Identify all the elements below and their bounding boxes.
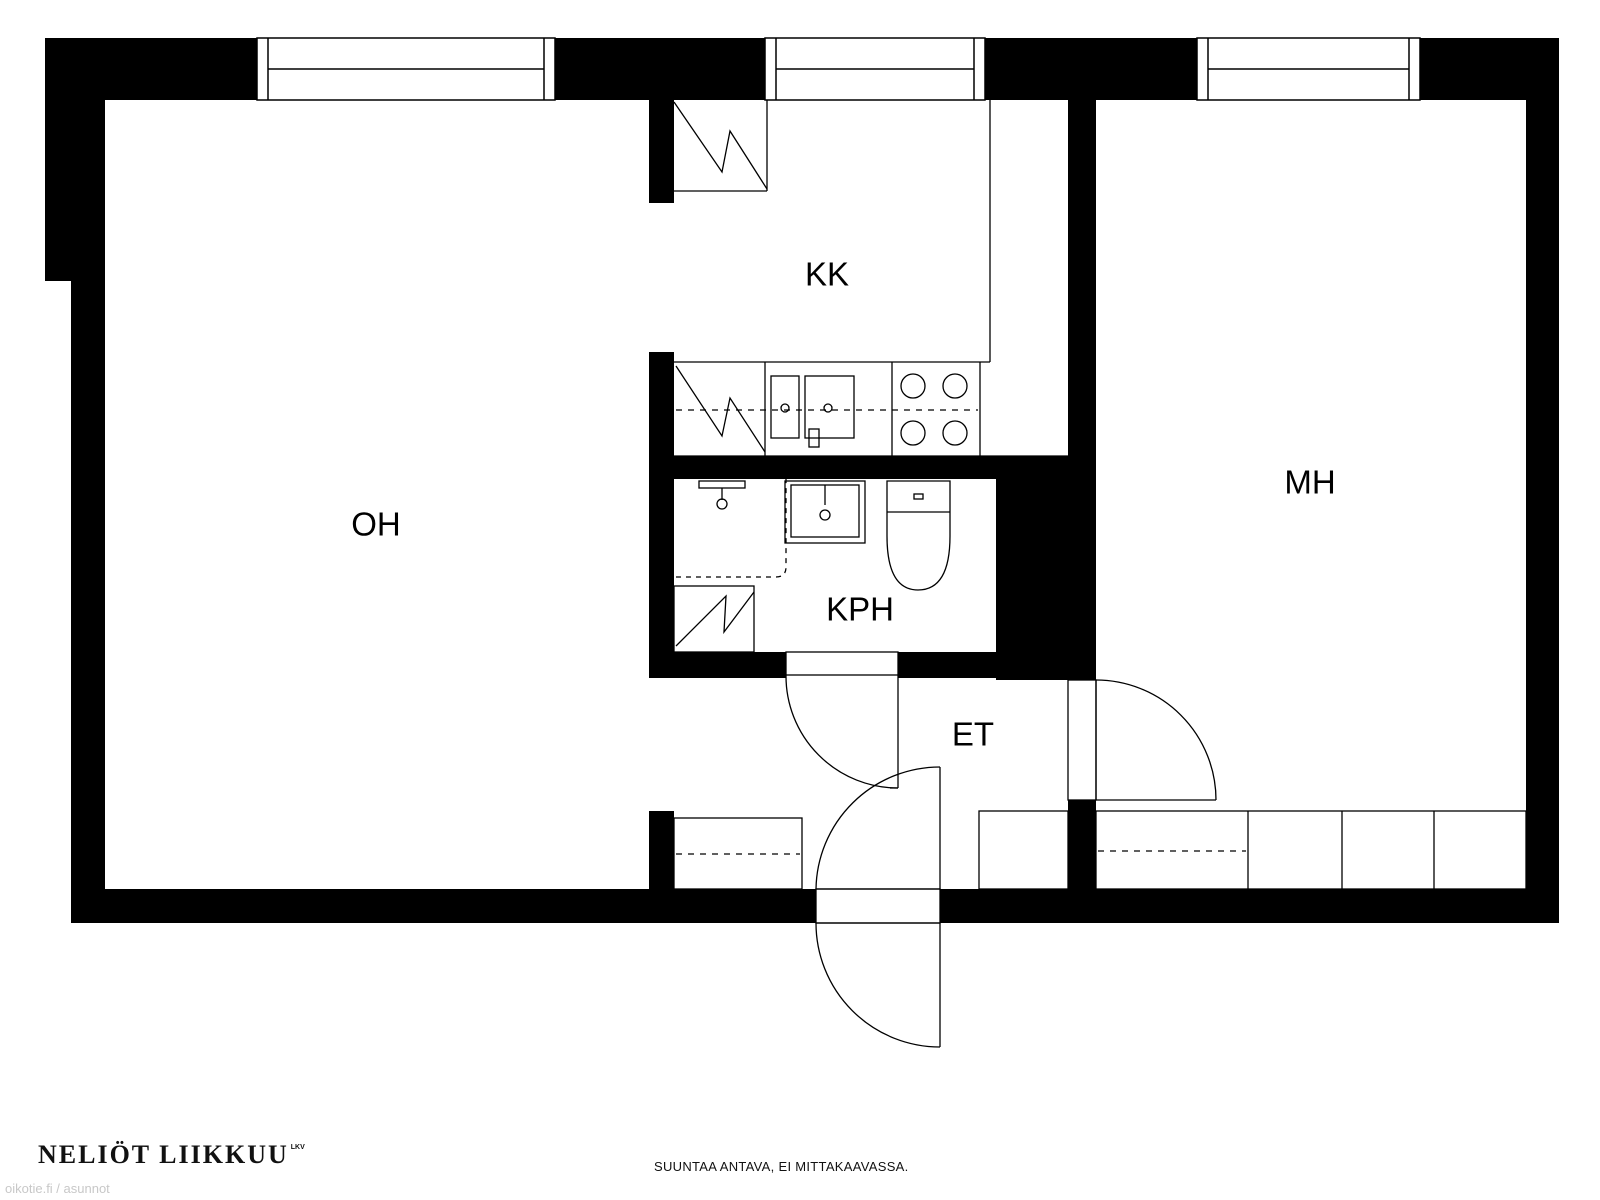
hall-fixtures [673,651,1217,1048]
wall-oh-kk-upper [649,100,674,203]
wall-left-lower [71,281,105,923]
room-label-kk: KK [805,256,849,293]
closet-left [673,817,803,890]
window-kk [764,37,986,101]
shaft [996,479,1068,680]
wall-top-mid-right [985,38,1197,100]
mh-door [1067,679,1217,801]
wall-kph-et-right [898,652,1068,678]
window-oh [256,37,556,101]
entrance-door [815,766,941,1048]
kitchen-fixtures [673,100,1068,457]
fridge-cabinet [673,100,768,192]
exterior-walls [45,38,1559,923]
brand-suffix: LKV [290,1144,305,1151]
watermark-text: oikotie.fi / asunnot [5,1181,110,1196]
wall-top-mid-left [555,38,765,100]
closet-right [978,810,1069,890]
room-label-kph: KPH [826,591,894,628]
bathroom-sink [784,480,866,544]
brand-name: NELIÖT LIIKKUU [38,1140,289,1169]
sink [770,375,855,448]
wall-left-upper [45,38,105,281]
stove [900,373,968,446]
wall-right [1526,38,1559,923]
wall-kph-et-left [674,652,786,678]
wall-bottom-right [940,889,1559,923]
shower-area-dashed [676,479,787,578]
disclaimer-text: SUUNTAA ANTAVA, EI MITTAKAAVASSA. [654,1159,909,1174]
wall-mh-upper [1068,100,1096,680]
interior-walls [649,100,1096,889]
bathroom-door [785,651,899,789]
shower-faucet [698,480,746,510]
window-mh [1196,37,1421,101]
room-label-et: ET [952,716,994,753]
wall-bottom-left [71,889,816,923]
dishwasher [675,362,766,456]
room-label-oh: OH [351,506,401,543]
wall-oh-et-lower [649,811,674,889]
toilet [886,480,951,591]
wall-mh-lower [1068,800,1096,889]
wall-kk-kph [674,456,1068,479]
wall-oh-kk-middle [649,352,674,678]
bathroom-fixtures [673,479,951,653]
windows [256,37,1421,101]
mh-wardrobes [1095,810,1527,890]
washing-machine [673,585,755,653]
room-label-mh: MH [1284,464,1335,501]
